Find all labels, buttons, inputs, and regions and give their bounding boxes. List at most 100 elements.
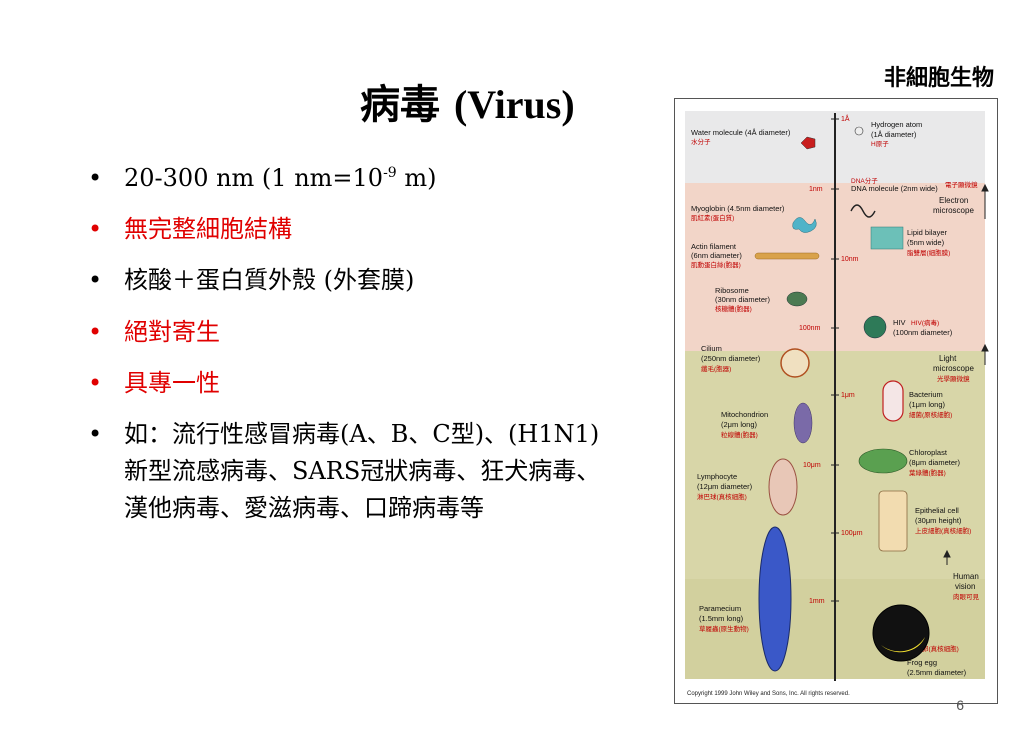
- item-bacterium-sub: (1μm long): [909, 400, 946, 409]
- item-hydrogen-atom: Hydrogen atom: [871, 120, 922, 129]
- bullet-text: 絕對寄生: [124, 317, 220, 346]
- item-frog-egg-sub: (2.5mm diameter): [907, 668, 967, 677]
- myoglobin-illustration: [792, 217, 817, 233]
- item-lymphocyte-sub: (12μm diameter): [697, 482, 753, 491]
- item-lymphocyte-zh: 淋巴球(真核細胞): [697, 492, 747, 501]
- zone-light-microscope-zh: 光學顯微鏡: [937, 374, 970, 383]
- scale-label-100nm: 100nm: [799, 325, 821, 332]
- slide-title: 病毒 (Virus): [360, 72, 575, 130]
- zone-human-vision-1: Human: [953, 572, 979, 581]
- scale-label-1a: 1Å: [841, 114, 850, 123]
- item-epithelial-cell: Epithelial cell: [915, 506, 959, 515]
- item-epithelial-cell-sub: (30μm height): [915, 516, 962, 525]
- zone-light-microscope-2: microscope: [933, 364, 974, 373]
- item-frog-egg: Frog egg: [907, 658, 937, 667]
- size-scale-diagram: 1Å 1nm 10nm 100nm 1μm 10μm 100μm 1mm Wat…: [685, 111, 989, 697]
- zone-human-vision-2: vision: [955, 582, 975, 591]
- lipid-bilayer-illustration: [870, 226, 904, 250]
- item-ribosome-zh: 核糖體(胞器): [715, 304, 752, 313]
- item-water-molecule-zh: 水分子: [691, 137, 711, 146]
- item-paramecium-sub: (1.5mm long): [699, 614, 744, 623]
- item-hiv: HIV: [893, 318, 906, 327]
- item-ribosome: Ribosome: [715, 286, 749, 295]
- zone-light-microscope-1: Light: [939, 354, 957, 363]
- item-hiv-zh: HIV(病毒): [911, 318, 939, 327]
- item-mitochondrion: Mitochondrion: [721, 410, 768, 419]
- bullet-dot: •: [88, 266, 103, 295]
- lymphocyte-illustration: [768, 458, 798, 516]
- item-lipid-bilayer-zh: 脂雙層(細胞膜): [907, 248, 950, 257]
- scale-label-10nm: 10nm: [841, 256, 859, 263]
- item-cilium: Cilium: [701, 344, 722, 353]
- item-epithelial-cell-zh: 上皮細胞(真核細胞): [915, 526, 971, 535]
- item-paramecium: Paramecium: [699, 604, 741, 613]
- item-actin-zh: 肌動蛋白絲(胞器): [691, 260, 741, 269]
- scale-label-100um: 100μm: [841, 530, 863, 537]
- item-mitochondrion-sub: (2μm long): [721, 420, 758, 429]
- zone-human-vision-zh: 肉眼可見: [953, 592, 980, 601]
- item-ribosome-sub: (30nm diameter): [715, 295, 771, 304]
- item-cilium-zh: 纖毛(胞器): [701, 364, 731, 373]
- item-myoglobin: Myoglobin (4.5nm diameter): [691, 204, 785, 213]
- zone-electron-microscope-1: Electron: [939, 196, 968, 205]
- zone-electron-microscope-zh: 電子顯微鏡: [945, 180, 978, 189]
- item-hiv-sub: (100nm diameter): [893, 328, 953, 337]
- hydrogen-atom-illustration: [854, 126, 864, 136]
- scale-label-1um: 1μm: [841, 392, 855, 399]
- scale-label-1mm: 1mm: [809, 598, 825, 605]
- frog-egg-yolk: [881, 637, 925, 653]
- item-chloroplast: Chloroplast: [909, 448, 948, 457]
- scale-label-10um: 10μm: [803, 462, 821, 469]
- item-actin-sub: (6nm diameter): [691, 251, 742, 260]
- item-mitochondrion-zh: 粒線體(胞器): [721, 430, 758, 439]
- item-actin: Actin filament: [691, 242, 737, 251]
- item-lymphocyte: Lymphocyte: [697, 472, 737, 481]
- corner-label: 非細胞生物: [883, 65, 994, 91]
- bacterium-illustration: [882, 380, 904, 422]
- water-molecule-illustration: [800, 136, 816, 150]
- title-latin: (Virus): [453, 82, 575, 127]
- item-lipid-bilayer-sub: (5nm wide): [907, 238, 945, 247]
- bullet-size: • 20-300 nm (1 nm=10-9 m): [88, 160, 618, 197]
- bullet-dot: •: [88, 419, 103, 448]
- page-number: 6: [956, 697, 964, 713]
- item-water-molecule: Water molecule (4Å diameter): [691, 128, 791, 137]
- bullet-dot: •: [88, 368, 103, 397]
- item-dna-molecule-zh: DNA分子: [851, 176, 878, 185]
- item-lipid-bilayer: Lipid bilayer: [907, 228, 948, 237]
- bullet-text: 核酸＋蛋白質外殼 (外套膜): [124, 266, 415, 295]
- title-chinese: 病毒: [360, 81, 440, 128]
- item-cilium-sub: (250nm diameter): [701, 354, 761, 363]
- size-scale-figure: 1Å 1nm 10nm 100nm 1μm 10μm 100μm 1mm Wat…: [674, 98, 998, 704]
- item-bacterium: Bacterium: [909, 390, 943, 399]
- zone-electron-microscope-2: microscope: [933, 206, 974, 215]
- bullet-dot: •: [88, 164, 103, 192]
- bullet-specificity: • 具專一性: [88, 365, 618, 402]
- item-bacterium-zh: 細菌(原核細胞): [909, 410, 952, 419]
- bullet-size-unit: m): [396, 164, 437, 192]
- hiv-illustration: [863, 315, 887, 339]
- bullet-composition: • 核酸＋蛋白質外殼 (外套膜): [88, 262, 618, 299]
- item-chloroplast-zh: 葉綠體(胞器): [909, 468, 946, 477]
- frog-egg-illustration: [872, 604, 930, 662]
- item-chloroplast-sub: (8μm diameter): [909, 458, 961, 467]
- bullet-examples: • 如：流行性感冒病毒(A、B、C型)、(H1N1)新型流感病毒、SARS冠狀病…: [88, 416, 618, 528]
- mitochondrion-illustration: [793, 402, 813, 444]
- cilium-illustration: [780, 348, 810, 378]
- bullet-dot: •: [88, 317, 103, 346]
- bullet-text: 無完整細胞結構: [124, 215, 292, 244]
- item-hydrogen-atom-zh: H原子: [871, 140, 889, 148]
- item-paramecium-zh: 草履蟲(原生動物): [699, 624, 749, 633]
- bullet-no-cell-structure: • 無完整細胞結構: [88, 211, 618, 248]
- bullet-list: • 20-300 nm (1 nm=10-9 m) • 無完整細胞結構 • 核酸…: [88, 160, 618, 542]
- bullet-obligate-parasite: • 絕對寄生: [88, 314, 618, 351]
- item-dna-molecule: DNA molecule (2nm wide): [851, 184, 938, 193]
- paramecium-illustration: [758, 526, 792, 672]
- chloroplast-illustration: [858, 448, 908, 474]
- item-frog-egg-zh: 青蛙卵(真核細胞): [909, 644, 959, 653]
- actin-filament-illustration: [754, 252, 820, 260]
- bullet-size-exponent: -9: [383, 165, 397, 181]
- ribosome-illustration: [786, 291, 808, 307]
- scale-label-1nm: 1nm: [809, 186, 823, 193]
- item-hydrogen-atom-sub: (1Å diameter): [871, 130, 917, 139]
